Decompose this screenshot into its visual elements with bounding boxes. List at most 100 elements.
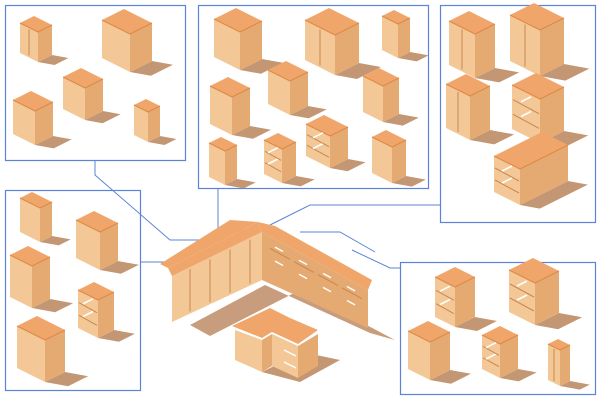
cabinet-shadow [282,176,315,187]
cabinet-top [264,133,296,149]
counter-left-front [172,232,262,322]
cabinet-side-face [148,106,160,142]
cabinet-front-face [363,76,383,122]
cabinet-top-edge [448,20,496,35]
cabinet-shadow [470,130,515,145]
cabinet-narrow [208,137,256,189]
cabinet-top-edge [16,325,66,341]
cabinet-top-edge [445,83,491,97]
cabinet-side-face [32,257,50,308]
cabinet-top-edge [371,136,407,148]
connector-line [300,231,376,253]
cabinet-drawers [481,326,537,382]
cabinet-top-edge [213,18,263,33]
cabinet-front-face [382,16,398,58]
drawer-handle [283,349,297,357]
counter-drawer-handle [346,299,356,306]
cabinet-shadow [40,236,71,246]
cabinet-top [372,130,406,147]
cabinet-top-edge [481,334,519,345]
cabinet-side-face [470,86,490,140]
counter-drawer-handle [274,246,284,253]
counter-shadow [190,285,395,340]
cabinet-top [214,8,262,32]
counter-drawer-line [317,274,339,287]
corner-cabinet [232,308,340,382]
cabinet-front-face [63,77,85,120]
cabinet-side-face [540,87,564,143]
drawer-handle [501,165,513,172]
cabinet-top-edge [508,269,560,284]
cabinet-top-edge [511,84,565,100]
drawer-handle [516,294,528,301]
drawer-divider [482,345,500,356]
cabinet-side-face [535,271,559,325]
drawer-divider [494,167,520,182]
cabinet-top [446,74,490,96]
cabinet-medium-light [305,115,366,172]
cabinet-shadow [98,330,135,342]
cabinet-shadow [148,136,177,145]
corner-cabinet-front-left [235,330,262,372]
cabinet-medium [9,246,74,313]
cabinet-wide [511,73,589,148]
cabinet-top-edge [407,330,451,343]
cabinet-shadow [430,370,471,384]
cabinet-side-face [330,127,348,168]
corner-cabinet-top [232,308,318,344]
counter-drawer-handle [322,272,332,279]
cabinet-side-face [335,23,359,75]
drawer-handle [520,110,532,118]
cabinet-tall-narrow [19,16,69,65]
drawer-handle [267,158,279,165]
cabinet-side-face [38,25,52,62]
cabinet-top-edge [12,99,54,112]
corner-cabinet-side [298,334,318,378]
cabinet-wide-light [304,8,381,79]
cabinet-top-edge [209,85,251,98]
cabinet-side-face [98,292,114,338]
drawer-handle [283,361,297,369]
cabinet-front-face [17,326,45,382]
counter-right-front [262,232,368,328]
cabinet-top-edge [263,139,297,150]
drawer-divider [264,150,282,161]
cabinet-shadow [383,114,419,126]
cabinet-side-face [540,18,564,76]
cabinet-narrow [263,133,315,187]
cabinet-top-edge [509,14,565,31]
cabinet-top-edge [381,15,411,25]
cabinet-side-face [225,145,237,185]
cabinet-top-edge [434,276,476,288]
cabinet-front-face [268,70,290,115]
cabinet-shadow [100,261,139,274]
panel-top-right [439,4,597,224]
cabinet-medium [62,68,121,124]
cabinet-medium-light [362,68,419,126]
cabinet-top [510,3,564,30]
cabinet-top [20,16,52,32]
cabinet-medium [75,211,139,274]
cabinet-top [449,11,495,34]
drawer-divider [512,99,540,115]
drawer-handle [312,132,324,139]
l-shaped-kitchen-counter [160,220,395,340]
cabinet-medium [12,91,72,149]
cabinet-side-face [290,72,308,115]
cabinet-narrow [133,99,177,145]
cabinet-top-edge [493,144,569,170]
cabinet-top [210,77,250,97]
counter-drawer-line [269,247,291,260]
cabinet-top [363,68,399,86]
drawer-divider [435,303,455,315]
cabinet-shadow [240,59,283,74]
cabinet-narrow [19,192,71,246]
cabinet-shadow [535,313,583,330]
cabinet-shadow [290,106,327,119]
cabinet-tall [448,11,520,83]
drawer-divider [306,134,330,148]
cabinet-side-face [383,78,399,122]
drawer-divider [509,297,535,312]
cabinet-top [17,316,65,340]
drawer-handle [267,146,279,154]
